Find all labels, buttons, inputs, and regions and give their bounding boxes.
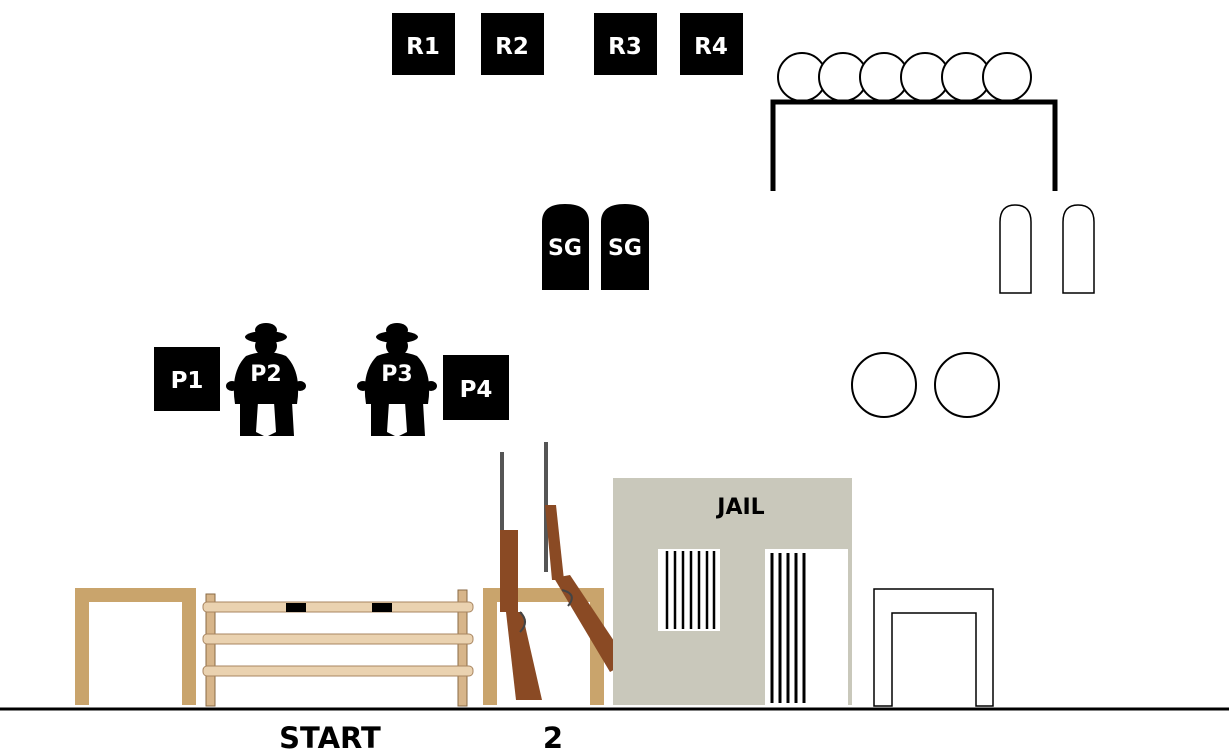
knockdown-target-icon <box>1062 204 1095 294</box>
rifle-target-r3: R3 <box>594 13 657 75</box>
outlaw-silhouette-icon <box>357 323 437 436</box>
lever-rifle-icon <box>500 452 542 700</box>
outline-doorway <box>873 588 994 707</box>
rifle-target-label: R4 <box>694 34 728 60</box>
lever-rifle-icon <box>544 442 628 672</box>
shotgun-target: SG <box>542 204 589 290</box>
start-table <box>75 588 196 705</box>
shotgun-target: SG <box>601 204 649 290</box>
rail-fence <box>202 589 474 707</box>
plate-rack-frame <box>770 99 1058 191</box>
start-position-label: START <box>279 721 381 750</box>
position-2-table <box>483 588 604 705</box>
round-plate-icon <box>982 52 1032 102</box>
round-plate-icon <box>934 352 1000 418</box>
rifle-target-label: R2 <box>495 34 529 60</box>
fence-marker <box>286 603 306 612</box>
pistol-target-label: P4 <box>460 377 493 403</box>
jail-sign: JAIL <box>715 495 764 520</box>
plate-rack <box>777 52 1032 102</box>
pistol-target-label: P2 <box>250 362 281 387</box>
rifle-target-label: R3 <box>608 34 642 60</box>
rifle-target-label: R1 <box>406 34 440 60</box>
pistol-target-p1: P1 <box>154 347 220 411</box>
pistol-target-p4: P4 <box>443 355 509 420</box>
fence-marker <box>372 603 392 612</box>
rifle-target-r2: R2 <box>481 13 544 75</box>
pistol-target-p2: P2 <box>226 323 306 436</box>
jail-building: JAIL <box>613 478 852 705</box>
shotgun-target-label: SG <box>548 236 582 261</box>
round-plates <box>851 352 1000 418</box>
pistol-target-label: P3 <box>381 362 412 387</box>
position-2-label: 2 <box>543 721 563 750</box>
rifle-target-r1: R1 <box>392 13 455 75</box>
rifle-target-r4: R4 <box>680 13 743 75</box>
round-plate-icon <box>851 352 917 418</box>
pistol-target-label: P1 <box>171 368 204 394</box>
outline-shotgun-targets <box>999 204 1095 294</box>
pistol-target-p3: P3 <box>357 323 437 436</box>
outlaw-silhouette-icon <box>226 323 306 436</box>
jail-door <box>765 549 848 705</box>
jail-window <box>658 549 720 631</box>
shotgun-target-label: SG <box>608 236 642 261</box>
knockdown-target-icon <box>999 204 1032 294</box>
